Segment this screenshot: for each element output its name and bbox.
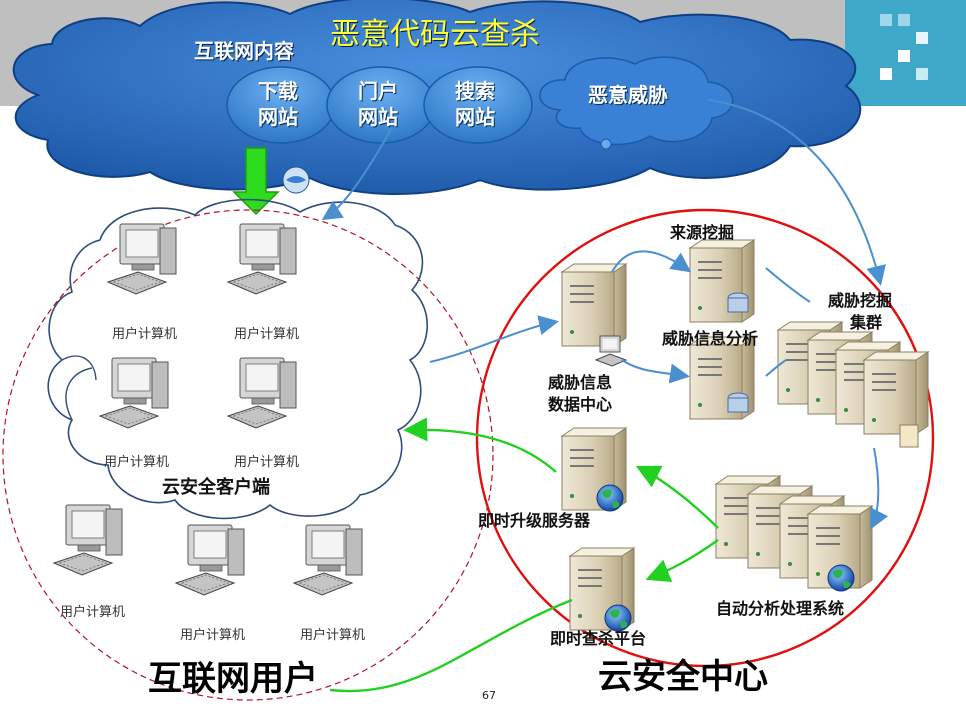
arrow-auto-to-scan (645, 539, 719, 583)
center-zone-circle (475, 208, 935, 668)
arrow-analysis-to-cluster (765, 359, 787, 377)
pill-download-line1: 下载 (258, 79, 298, 103)
download-arrow-icon (232, 147, 280, 216)
mining-cluster-label-line2: 集群 (850, 313, 883, 332)
pill-portal-line1: 门户 (358, 79, 398, 103)
internet-cloud (12, 0, 862, 195)
pill-download-line2: 网站 (258, 105, 298, 129)
threat-analysis-label: 威胁信息分析 (662, 329, 759, 348)
scan-platform-label: 即时查杀平台 (550, 629, 647, 648)
page-number: 67 (482, 689, 496, 702)
arrow-scan-to-users (329, 598, 573, 693)
pc-icon-1 (107, 223, 177, 295)
corner-logo-icon (845, 0, 966, 106)
auto-system-globe-icon (827, 564, 855, 592)
arrow-cluster-to-auto (870, 447, 889, 530)
pc-icon-6 (175, 524, 245, 596)
arrow-clients-to-datacenter (429, 315, 559, 363)
pc-icon-2 (227, 223, 297, 295)
pc-label-7: 用户计算机 (300, 628, 366, 643)
mining-cluster-label-line1: 威胁挖掘 (828, 291, 893, 310)
search-site-pill (423, 66, 533, 144)
client-cloud-label: 云安全客户端 (162, 477, 270, 498)
scan-platform-globe-icon (604, 604, 632, 632)
client-cloud-outline (47, 198, 428, 520)
client-zone-circle (2, 209, 494, 701)
data-center-server-icon (561, 263, 627, 347)
data-center-label-line2: 数据中心 (548, 395, 613, 414)
threat-label: 恶意威胁 (588, 83, 668, 107)
internet-content-label: 互联网内容 (194, 39, 294, 63)
pc-icon-4 (227, 357, 297, 429)
auto-system-label: 自动分析处理系统 (716, 599, 845, 618)
data-center-label-line1: 威胁信息 (548, 373, 613, 392)
pill-search-line2: 网站 (455, 105, 495, 129)
mining-cluster-icon (777, 321, 929, 448)
arrow-portal-to-clients (321, 127, 393, 221)
internet-users-label: 互联网用户 (148, 659, 318, 699)
pc-icon-5 (53, 504, 123, 576)
source-mining-label: 来源挖掘 (670, 223, 735, 242)
security-center-label: 云安全中心 (598, 657, 768, 697)
arrow-datacenter-to-source (611, 250, 692, 273)
arrow-upgrade-to-clients (403, 417, 557, 473)
pill-portal-line2: 网站 (358, 105, 398, 129)
pc-label-2: 用户计算机 (234, 327, 300, 342)
pc-label-6: 用户计算机 (180, 628, 246, 643)
arrow-auto-to-upgrade (635, 465, 719, 529)
pc-icon-3 (99, 357, 169, 429)
threat-cloud (539, 56, 734, 146)
diagram-title: 恶意代码云查杀 (330, 17, 540, 52)
upgrade-server-label: 即时升级服务器 (478, 511, 591, 530)
arrow-threat-to-cluster (707, 99, 886, 286)
pc-label-3: 用户计算机 (104, 455, 170, 470)
arrow-datacenter-to-analysis (621, 359, 690, 384)
pill-search-line1: 搜索 (455, 79, 495, 103)
pc-icon-7 (293, 524, 363, 596)
pc-label-4: 用户计算机 (234, 455, 300, 470)
arrow-source-to-cluster (765, 267, 811, 303)
pc-label-1: 用户计算机 (112, 327, 178, 342)
pc-label-5: 用户计算机 (60, 605, 126, 620)
workstation-icon (594, 335, 628, 367)
upgrade-globe-icon (596, 484, 624, 512)
